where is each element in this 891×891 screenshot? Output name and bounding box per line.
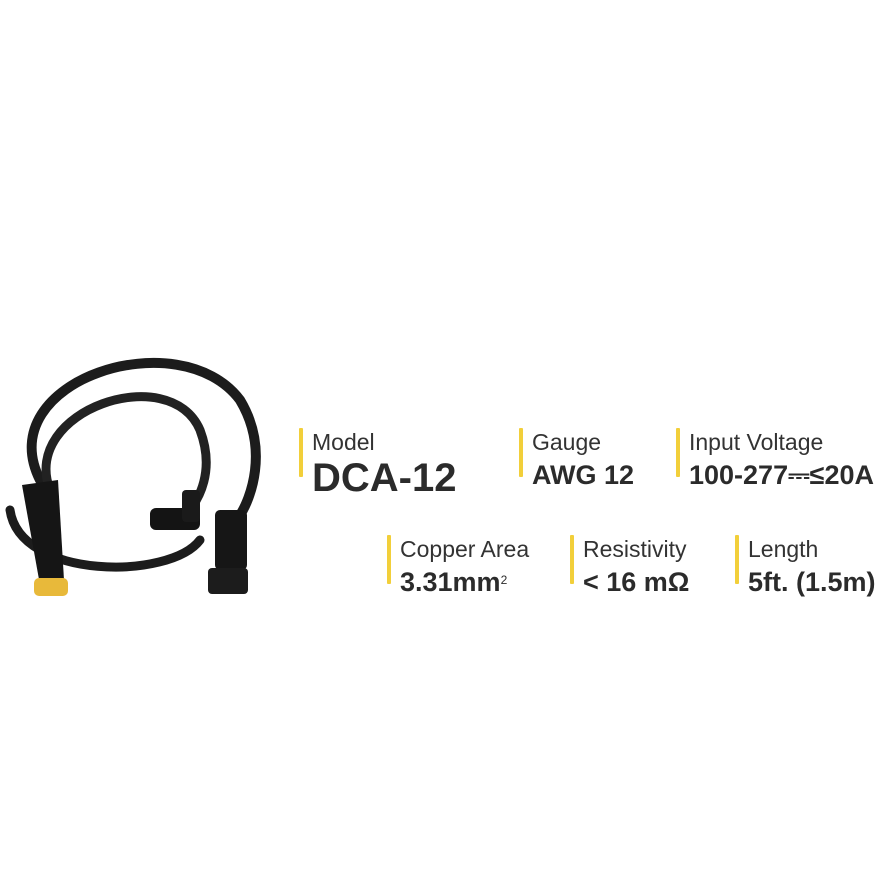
spec-length-label: Length — [748, 536, 819, 562]
spec-copper-area-superscript: 2 — [500, 573, 508, 587]
spec-model-value: DCA-12 — [312, 456, 457, 500]
spec-resistivity: Resistivity < 16 mΩ — [570, 535, 689, 599]
spec-gauge-label: Gauge — [532, 429, 602, 455]
spec-model: Model DCA-12 — [299, 428, 456, 500]
left-connector-icon — [22, 480, 68, 596]
spec-copper-area: Copper Area 3.31mm2 — [387, 535, 529, 599]
spec-copper-area-label: Copper Area — [400, 536, 530, 562]
straight-connector-icon — [208, 510, 248, 594]
right-angle-connector-icon — [150, 490, 200, 530]
spec-length-value: 5ft. (1.5m) — [748, 567, 876, 597]
spec-resistivity-value: < 16 mΩ — [583, 567, 690, 597]
spec-length: Length 5ft. (1.5m) — [735, 535, 876, 599]
spec-input-voltage-value: 100-277⎓≤20A — [689, 460, 874, 490]
spec-input-voltage-label: Input Voltage — [689, 429, 824, 455]
spec-gauge-value: AWG 12 — [532, 460, 635, 490]
product-cable-image — [5, 357, 261, 596]
spec-copper-area-value-wrap: 3.31mm2 — [400, 565, 529, 599]
spec-gauge: Gauge AWG 12 — [519, 428, 634, 492]
spec-copper-area-value: 3.31mm — [400, 567, 501, 597]
spec-input-voltage: Input Voltage 100-277⎓≤20A — [676, 428, 874, 492]
spec-model-label: Model — [312, 429, 375, 455]
spec-resistivity-label: Resistivity — [583, 536, 687, 562]
